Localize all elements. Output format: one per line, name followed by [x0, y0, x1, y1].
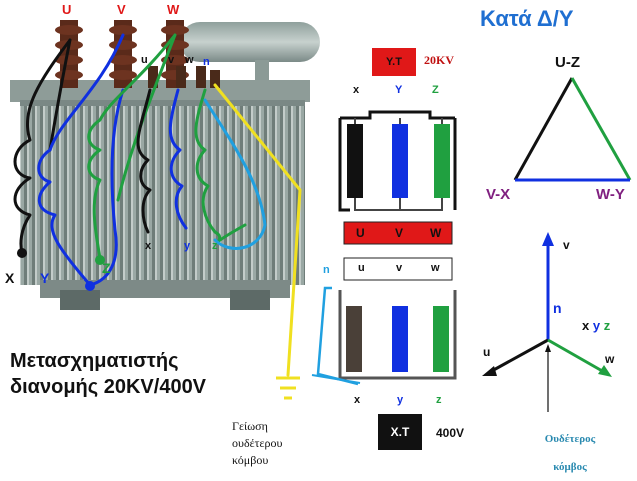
ground-caption-line1: Γείωση	[232, 419, 268, 433]
transformer-caption: Μετασχηματιστής διανομής 20KV/400V	[10, 348, 206, 400]
label-U: U	[62, 2, 72, 17]
lv-coil-y	[392, 306, 408, 372]
star-label-v: v	[563, 238, 570, 252]
triangle-top-text: U-Z	[555, 54, 580, 71]
hv-coil-y	[392, 124, 408, 198]
winding-blue-y-lv	[168, 88, 188, 230]
label-Y: Y	[40, 270, 50, 286]
triangle-right-label: W-Y	[596, 186, 625, 203]
label-x-photo: x	[145, 240, 152, 252]
caption-line1: Μετασχηματιστής	[10, 350, 179, 372]
label-v: v	[168, 54, 175, 66]
hv-coil-z	[434, 124, 450, 198]
winding-black-x	[13, 38, 72, 254]
winding-black-x-lv	[136, 88, 152, 234]
lv-coil-z	[433, 306, 449, 372]
ground-caption: Γείωση ουδέτερου κόμβου	[232, 418, 322, 469]
label-y-photo: y	[184, 240, 191, 252]
star-label-n: n	[553, 300, 562, 316]
star-label-u: u	[483, 345, 491, 359]
dot-y	[85, 281, 95, 291]
schematic-bottom-y: y	[397, 394, 404, 406]
star-x: x	[582, 318, 590, 333]
dot-z	[95, 255, 105, 265]
wire-lightblue	[203, 98, 267, 250]
page-title: Κατά Δ/Υ	[480, 6, 574, 31]
hv-terminal-V: V	[395, 226, 404, 240]
lv-bushings	[148, 66, 220, 88]
neutral-caption-line1: Ουδέτερος	[544, 433, 596, 445]
triangle-top-label: U-Z	[555, 54, 580, 71]
lt-voltage: 400V	[436, 426, 465, 440]
ht-box: Υ.Τ	[372, 48, 416, 76]
neutral-caption: Ουδέτερος κόμβος	[520, 425, 620, 481]
lv-terminal-bar	[343, 257, 453, 281]
label-z-photo: z	[212, 240, 218, 252]
star-diagram	[482, 232, 612, 412]
ground-caption-line3: κόμβου	[232, 453, 269, 467]
lv-coil-x	[346, 306, 362, 372]
schematic-bottom-x: x	[354, 394, 361, 406]
label-Z: Z	[102, 260, 111, 276]
hv-coil-leads	[354, 118, 443, 211]
caption-line2: διανομής 20KV/400V	[10, 376, 207, 398]
schematic-top-x: x	[353, 84, 360, 96]
star-y: y	[592, 318, 601, 333]
label-V: V	[117, 2, 126, 17]
hv-terminal-bar	[343, 221, 453, 245]
label-u: u	[141, 54, 148, 66]
schematic-bottom-z: z	[436, 394, 442, 406]
delta-triangle	[513, 77, 632, 182]
label-w: w	[185, 54, 194, 66]
ground-symbol	[276, 376, 300, 400]
lv-coil-frame	[338, 290, 457, 380]
hv-terminal-W: W	[430, 226, 442, 240]
ht-voltage: 20KV	[424, 53, 454, 67]
winding-green-z-lv	[194, 88, 247, 243]
lt-box: Χ.Τ	[378, 414, 422, 450]
hv-coil-x	[347, 124, 363, 198]
schematic-neutral-label: n	[323, 264, 330, 276]
label-X: X	[5, 270, 15, 286]
neutral-caption-line2: κόμβος	[553, 461, 587, 473]
lv-terminal-u: u	[358, 262, 365, 274]
star-z: z	[603, 318, 611, 333]
hv-terminal-U: U	[356, 226, 365, 240]
triangle-left-label: V-X	[486, 186, 511, 203]
neutral-arrow	[311, 374, 361, 384]
label-n: n	[203, 56, 210, 68]
winding-blue-y	[37, 33, 125, 287]
wire-yellow-ground	[213, 83, 302, 377]
label-W: W	[167, 2, 180, 17]
ground-caption-line2: ουδέτερου	[232, 436, 283, 450]
star-label-xyz: x y z	[582, 318, 610, 333]
lv-terminal-v: v	[396, 262, 403, 274]
schematic-top-y: Y	[395, 84, 403, 96]
schematic-top-z: Z	[432, 84, 439, 96]
dot-x	[17, 248, 27, 258]
lv-terminal-w: w	[431, 262, 440, 274]
star-label-w: w	[605, 352, 615, 366]
